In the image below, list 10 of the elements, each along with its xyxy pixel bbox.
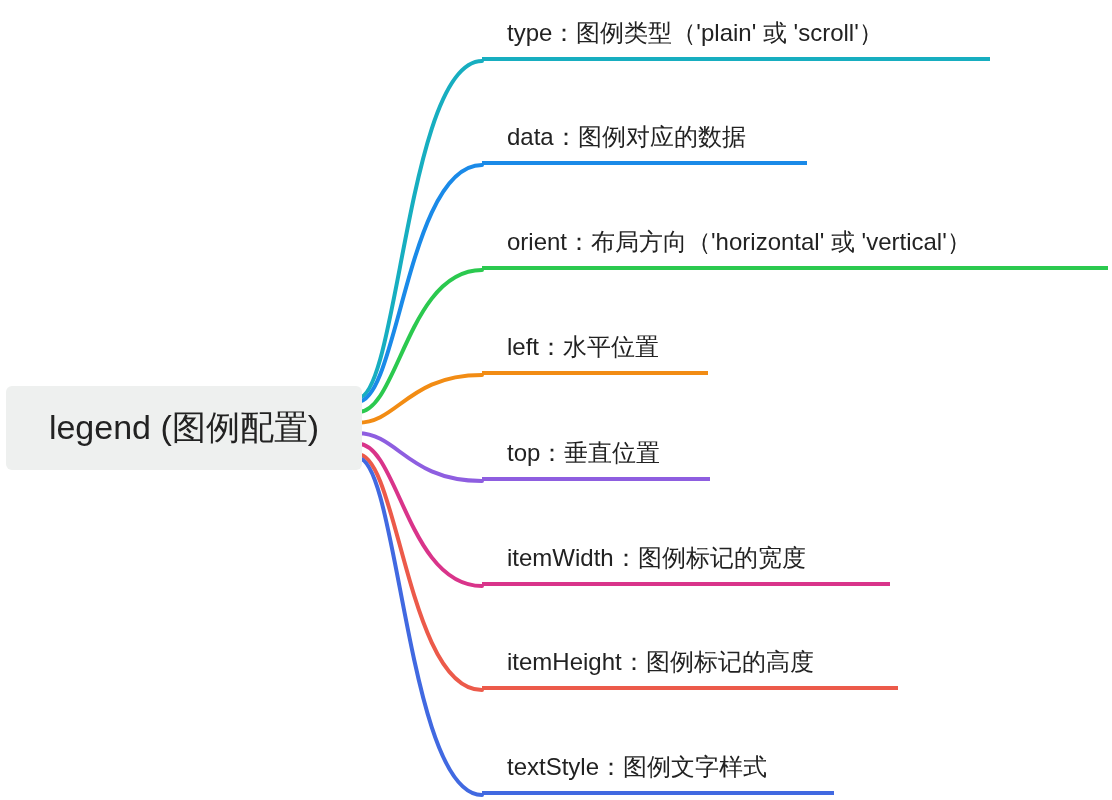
- topic-text: left：水平位置: [507, 332, 659, 362]
- central-topic-box: [6, 386, 362, 470]
- topic-text: type：图例类型（'plain' 或 'scroll'）: [507, 18, 883, 48]
- topic-text: orient：布局方向（'horizontal' 或 'vertical'）: [507, 227, 971, 257]
- topic-text: textStyle：图例文字样式: [507, 752, 768, 782]
- topic-text: top：垂直位置: [507, 438, 661, 468]
- topic-text: legend (图例配置): [48, 407, 320, 448]
- topic-text: data：图例对应的数据: [507, 122, 746, 152]
- topic-text: itemWidth：图例标记的宽度: [507, 543, 806, 573]
- topic-text: itemHeight：图例标记的高度: [507, 647, 814, 677]
